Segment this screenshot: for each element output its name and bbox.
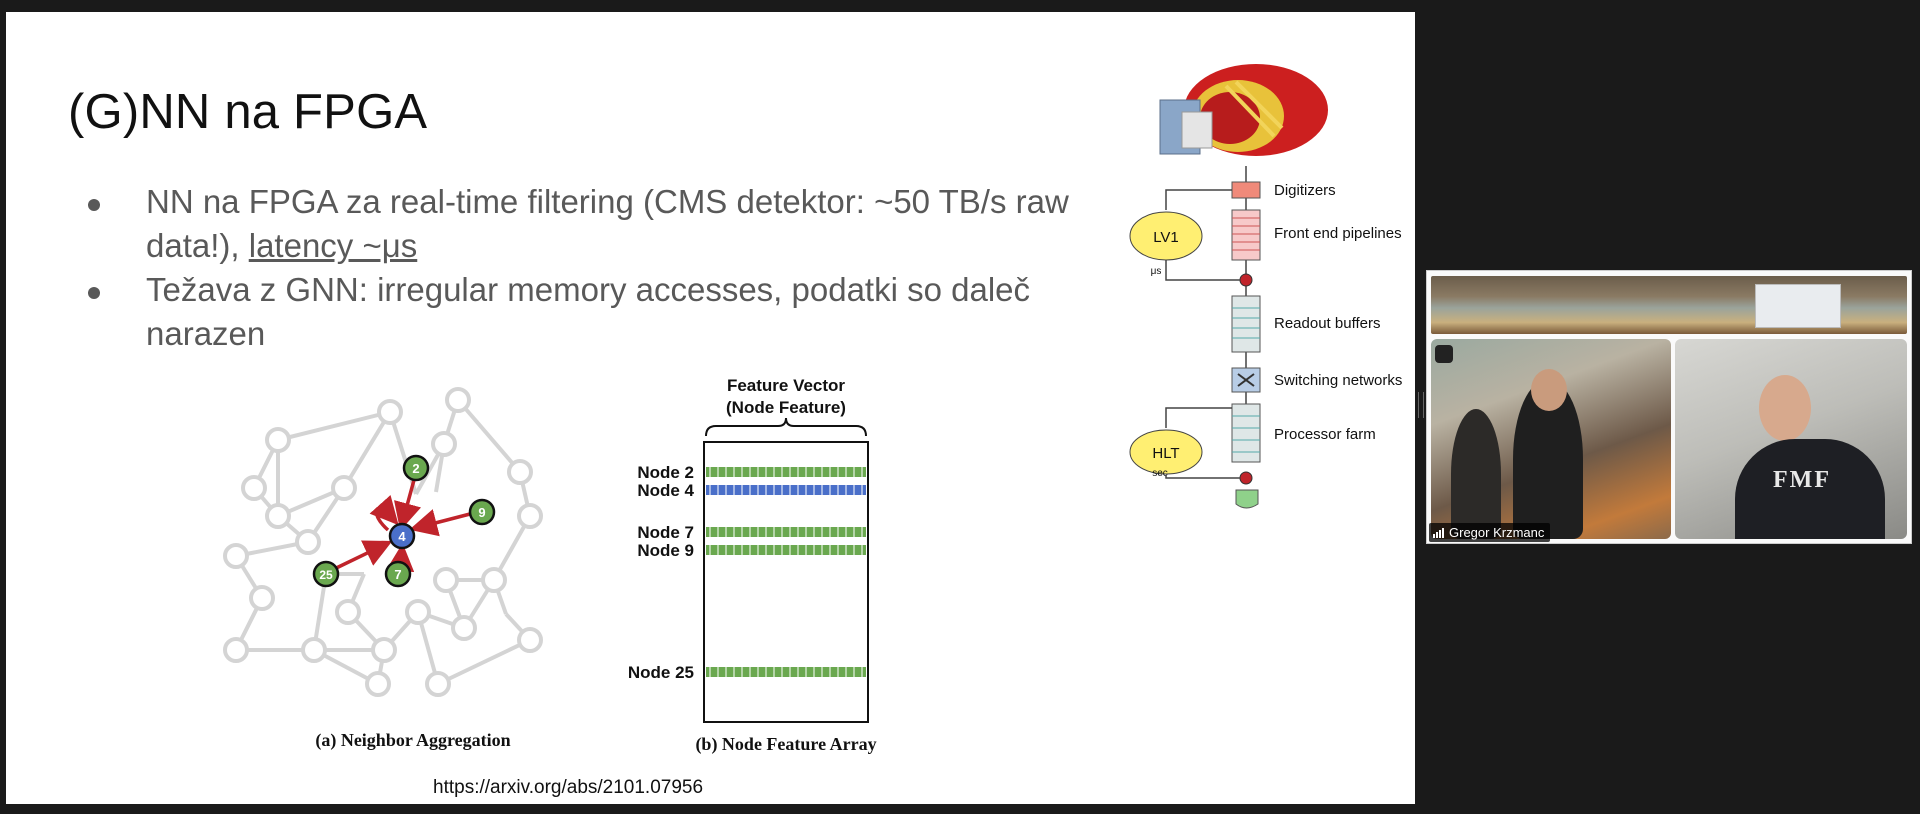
stage-label: Switching networks	[1274, 372, 1402, 389]
participant-name-tag: Gregor Krzmanc	[1429, 523, 1551, 542]
bullet-text: Težava z GNN: irregular memory accesses,…	[146, 271, 1031, 352]
slide-title: (G)NN na FPGA	[68, 85, 428, 139]
figure-b-caption: (b) Node Feature Array	[695, 734, 876, 755]
cms-trigger-diagram: LV1 μs HLT sec Digitizers Front end pipe…	[1129, 64, 1402, 509]
hlt-label: HLT	[1152, 445, 1179, 462]
neighbor-node	[402, 454, 430, 482]
cms-detector-image	[1159, 64, 1328, 156]
bullet-item: NN na FPGA za real-time filtering (CMS d…	[84, 180, 1104, 268]
video-thumbnail-room[interactable]	[1431, 276, 1907, 334]
digitizers-block	[1231, 181, 1261, 199]
neighbor-aggregation-figure: 2 9 4 7 25 (a) Neighbor Aggregation	[223, 387, 543, 751]
node-label: 2	[412, 461, 419, 476]
hlt-trigger	[1129, 429, 1203, 475]
feature-row-bar	[706, 467, 866, 477]
node-label: 9	[478, 505, 485, 520]
presentation-slide: (G)NN na FPGA NN na FPGA za real-time fi…	[6, 12, 1415, 804]
speaker-hoodie: FMF	[1735, 439, 1885, 539]
node-label: 7	[394, 567, 401, 582]
feature-row-bar	[706, 485, 866, 495]
person-silhouette	[1451, 409, 1501, 539]
app-logo-icon	[1435, 345, 1453, 363]
feature-row-label: Node 4	[637, 481, 694, 500]
neighbor-node	[312, 560, 340, 588]
lv1-label: LV1	[1153, 229, 1179, 246]
room-projector-screen	[1755, 284, 1841, 328]
node-feature-array-figure: Feature Vector (Node Feature) Node 2Node…	[628, 376, 877, 755]
lv1-time: μs	[1151, 266, 1162, 277]
junction	[1239, 273, 1253, 287]
participant-name: Gregor Krzmanc	[1449, 525, 1545, 540]
figure-a-caption: (a) Neighbor Aggregation	[315, 730, 510, 751]
feature-row-bar	[706, 527, 866, 537]
speaker-face	[1759, 375, 1811, 441]
neighbor-node	[384, 560, 412, 588]
panel-resize-handle[interactable]	[1418, 392, 1424, 418]
bullet-text: NN na FPGA za real-time filtering (CMS d…	[146, 183, 1069, 264]
stage-label: Readout buffers	[1274, 315, 1380, 332]
neighbor-node	[468, 498, 496, 526]
feature-row-bar	[706, 667, 866, 677]
lv1-trigger	[1129, 211, 1203, 261]
node-label: 4	[398, 529, 406, 544]
stage-label: Processor farm	[1274, 426, 1376, 443]
video-tile-speaker[interactable]: FMF	[1675, 339, 1907, 539]
readout-block	[1231, 295, 1261, 353]
hoodie-text: FMF	[1773, 467, 1831, 493]
bullet-dot	[88, 287, 100, 299]
feature-row-label: Node 2	[637, 463, 694, 482]
feature-row-bar	[706, 545, 866, 555]
feature-vector-subheader: (Node Feature)	[726, 398, 846, 417]
feature-row-label: Node 9	[637, 541, 694, 560]
highlighted-nodes: 2 9 4 7 25	[312, 454, 496, 588]
storage-icon	[1235, 489, 1259, 509]
bullet-item: Težava z GNN: irregular memory accesses,…	[84, 268, 1104, 356]
feature-vector-header: Feature Vector	[727, 376, 845, 395]
feature-row-label: Node 7	[637, 523, 694, 542]
stage-label: Digitizers	[1274, 182, 1336, 199]
processor-block	[1231, 403, 1261, 463]
array-box	[703, 441, 869, 723]
arxiv-link[interactable]: https://arxiv.org/abs/2101.07956	[433, 777, 704, 798]
feature-row-label: Node 25	[628, 663, 694, 682]
node-label: 25	[319, 568, 333, 582]
hlt-time: sec	[1152, 468, 1168, 479]
bullet-list: NN na FPGA za real-time filtering (CMS d…	[84, 180, 1104, 356]
graph-nodes	[223, 387, 543, 697]
bullet-dot	[88, 199, 100, 211]
person-face	[1531, 369, 1567, 411]
video-panel: FMF Gregor Krzmanc	[1426, 270, 1912, 544]
stage-label: Front end pipelines	[1274, 225, 1402, 242]
bullet-underlined-text: latency ~μs	[248, 227, 418, 264]
signal-bars-icon	[1433, 528, 1444, 538]
video-tile-audience[interactable]	[1431, 339, 1671, 539]
junction	[1239, 471, 1253, 485]
center-node	[388, 522, 416, 550]
brace	[705, 417, 867, 437]
